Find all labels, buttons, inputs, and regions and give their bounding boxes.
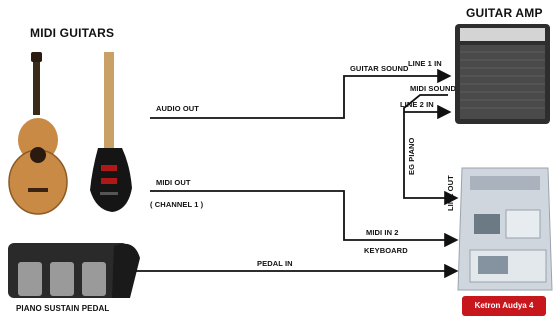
sustain-pedal-image bbox=[8, 243, 140, 298]
ketron-audya-image bbox=[457, 167, 553, 291]
device-name-badge: Ketron Audya 4 bbox=[462, 296, 546, 316]
guitar-sound-label: GUITAR SOUND bbox=[350, 64, 409, 73]
eg-piano-wire bbox=[403, 112, 459, 206]
midi-guitars-title: MIDI GUITARS bbox=[30, 26, 115, 40]
acoustic-guitar-image bbox=[8, 52, 68, 215]
audio-out-wire bbox=[150, 68, 452, 119]
midi-out-label: MIDI OUT bbox=[156, 178, 191, 187]
guitar-amp-title: GUITAR AMP bbox=[466, 6, 543, 20]
pedal-in-label: PEDAL IN bbox=[257, 259, 293, 268]
electric-midi-guitar-image bbox=[90, 52, 132, 212]
eg-piano-label: EG PIANO bbox=[407, 137, 416, 175]
sustain-pedal-caption: PIANO SUSTAIN PEDAL bbox=[16, 304, 110, 313]
line-out-label: LINE OUT bbox=[446, 175, 455, 211]
line2-in-label: LINE 2 IN bbox=[400, 100, 434, 109]
midi-sound-wire bbox=[403, 94, 452, 120]
audio-out-label: AUDIO OUT bbox=[156, 104, 199, 113]
line1-in-label: LINE 1 IN bbox=[408, 59, 442, 68]
keyboard-label: KEYBOARD bbox=[364, 246, 408, 255]
channel-label: ( CHANNEL 1 ) bbox=[150, 200, 204, 209]
midi-in2-label: MIDI IN 2 bbox=[366, 228, 399, 237]
midi-sound-label: MIDI SOUND bbox=[410, 84, 456, 93]
midi-out-wire bbox=[150, 190, 459, 248]
guitar-amp-image bbox=[455, 24, 550, 124]
